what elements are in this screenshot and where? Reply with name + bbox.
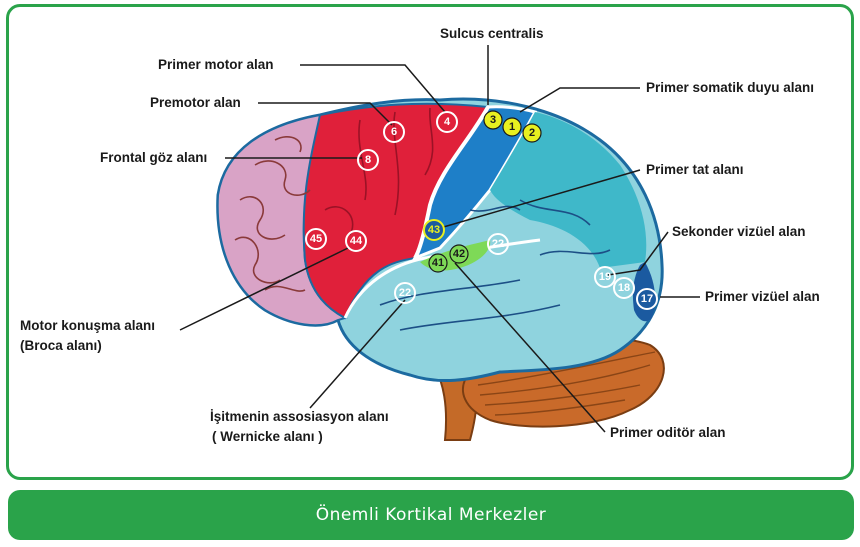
area-43: 43 <box>424 220 444 240</box>
label-sekonder-vizuel: Sekonder vizüel alan <box>672 224 806 239</box>
svg-text:45: 45 <box>310 233 322 245</box>
label-premotor: Premotor alan <box>150 95 241 110</box>
area-17: 17 <box>637 289 657 309</box>
area-42: 42 <box>450 245 468 263</box>
label-motor-konusma: Motor konuşma alanı <box>20 318 155 333</box>
footer-title-bar: Önemli Kortikal Merkezler <box>8 490 854 540</box>
label-primer-motor: Primer motor alan <box>158 57 274 72</box>
area-3: 3 <box>484 111 502 129</box>
svg-text:44: 44 <box>350 235 363 247</box>
svg-text:43: 43 <box>428 224 440 236</box>
label-frontal-goz: Frontal göz alanı <box>100 150 207 165</box>
area-2: 2 <box>523 124 541 142</box>
label-wernicke: ( Wernicke alanı ) <box>212 429 323 444</box>
label-primer-oditor: Primer oditör alan <box>610 425 726 440</box>
svg-text:2: 2 <box>529 127 535 139</box>
footer-title: Önemli Kortikal Merkezler <box>316 505 547 525</box>
label-primer-vizuel: Primer vizüel alan <box>705 289 820 304</box>
svg-text:42: 42 <box>453 248 465 260</box>
label-isitme-assosiasyon: İşitmenin assosiasyon alanı <box>210 409 389 424</box>
svg-text:19: 19 <box>599 271 611 283</box>
svg-text:17: 17 <box>641 293 653 305</box>
svg-text:22: 22 <box>492 238 504 250</box>
svg-text:8: 8 <box>365 154 371 166</box>
area-1: 1 <box>503 118 521 136</box>
svg-text:22: 22 <box>399 287 411 299</box>
label-sulcus-centralis: Sulcus centralis <box>440 26 544 41</box>
svg-text:41: 41 <box>432 257 444 269</box>
svg-text:18: 18 <box>618 282 630 294</box>
label-primer-tat: Primer tat alanı <box>646 162 744 177</box>
svg-text:4: 4 <box>444 116 451 128</box>
svg-text:3: 3 <box>490 114 496 126</box>
svg-text:1: 1 <box>509 121 515 133</box>
label-broca: (Broca alanı) <box>20 338 102 353</box>
svg-text:6: 6 <box>391 126 397 138</box>
label-primer-somatik: Primer somatik duyu alanı <box>646 80 814 95</box>
area-41: 41 <box>429 254 447 272</box>
